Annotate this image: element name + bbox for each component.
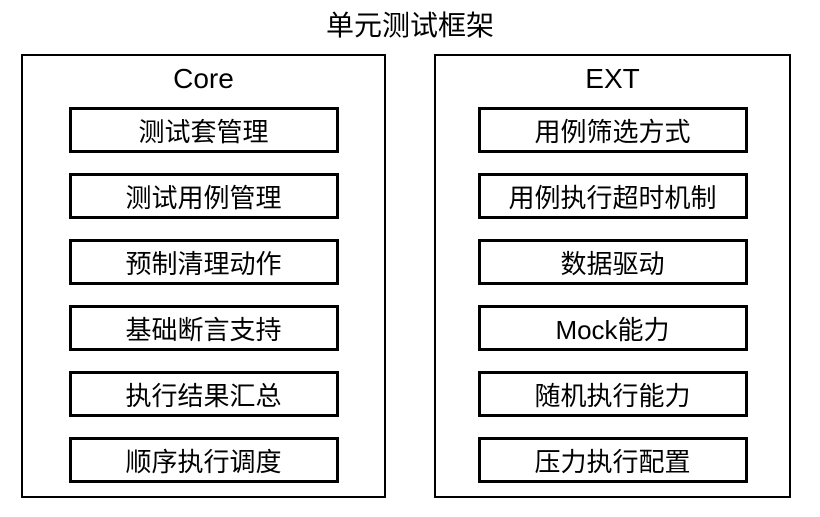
core-item-test-case-management: 测试用例管理 xyxy=(68,173,339,219)
core-group-header: Core xyxy=(173,63,234,94)
ext-group-header: EXT xyxy=(585,63,640,94)
core-item-test-suite-management: 测试套管理 xyxy=(68,107,339,153)
ext-item-data-driven: 数据驱动 xyxy=(477,239,748,285)
ext-item-stress-execution-configuration: 压力执行配置 xyxy=(477,437,748,483)
core-item-sequential-execution-scheduling: 顺序执行调度 xyxy=(68,437,339,483)
diagram-title: 单元测试框架 xyxy=(325,10,494,41)
core-item-basic-assertion-support: 基础断言支持 xyxy=(68,305,339,351)
ext-item-mock-capability: Mock能力 xyxy=(477,305,748,351)
core-item-setup-teardown-actions: 预制清理动作 xyxy=(68,239,339,285)
core-item-execution-result-summary: 执行结果汇总 xyxy=(68,371,339,417)
ext-group: EXT 用例筛选方式 用例执行超时机制 数据驱动 Mock能力 随机执行能力 压… xyxy=(434,54,791,498)
ext-item-case-execution-timeout-mechanism: 用例执行超时机制 xyxy=(477,173,748,219)
ext-item-random-execution-capability: 随机执行能力 xyxy=(477,371,748,417)
ext-item-case-filtering-method: 用例筛选方式 xyxy=(477,107,748,153)
core-group: Core 测试套管理 测试用例管理 预制清理动作 基础断言支持 执行结果汇总 顺… xyxy=(21,54,386,498)
